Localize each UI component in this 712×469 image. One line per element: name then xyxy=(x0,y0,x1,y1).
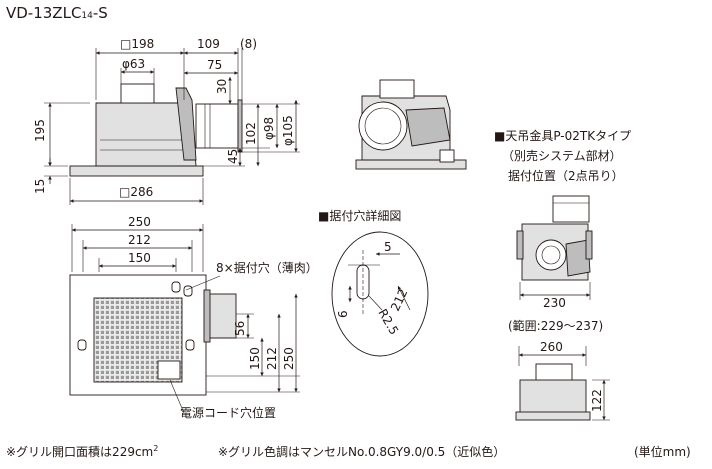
dim-198: □198 xyxy=(120,37,154,51)
dim-6: 6 xyxy=(336,310,350,318)
side-view: □198 109 (8) φ63 75 30 195 102 φ98 φ105 … xyxy=(33,37,300,205)
mount-hole-1 xyxy=(171,281,181,293)
hanger-duct-circle xyxy=(535,239,567,271)
mount-hole-4 xyxy=(185,339,195,351)
dim-30: 30 xyxy=(215,79,229,94)
dim-8: (8) xyxy=(240,37,257,51)
dim-75: 75 xyxy=(207,58,222,72)
side-motor-cap xyxy=(120,83,155,104)
dim-230: 230 xyxy=(543,296,566,310)
mount-hole-2 xyxy=(183,285,193,297)
hanger-side-plate xyxy=(515,411,591,421)
dim-5: 5 xyxy=(384,240,392,254)
plan-duct-adapter xyxy=(205,293,237,339)
dim-phi63: φ63 xyxy=(122,57,145,71)
front-duct-circle xyxy=(358,101,408,151)
mounting-hole-detail: ■据付穴詳細図 5 6 R2.5 212 xyxy=(318,208,429,357)
dim-102: 102 xyxy=(244,122,258,145)
dim-150-v: 150 xyxy=(248,347,262,370)
hanger-side-body xyxy=(519,379,587,415)
front-view xyxy=(355,79,467,170)
dim-phi105: φ105 xyxy=(281,115,295,146)
dim-250-v: 250 xyxy=(282,347,296,370)
grill-color-note: ※グリル色調はマンセルNo.0.8GY9.0/0.5（近似色） xyxy=(218,445,505,459)
mount-hole-label: 8×据付穴（薄肉） xyxy=(216,260,318,275)
side-duct-rim xyxy=(237,99,243,153)
hanger-heading: ■天吊金具P-02TKタイプ xyxy=(494,128,631,143)
dim-109: 109 xyxy=(197,37,220,51)
plan-view: 250 212 150 8×据付穴（薄肉） 56 150 212 250 xyxy=(69,215,318,420)
unit-note: (単位mm) xyxy=(634,444,691,459)
dim-56: 56 xyxy=(233,321,247,336)
detail-heading: ■据付穴詳細図 xyxy=(318,208,401,223)
hanger-optional-note: （別売システム部材） xyxy=(502,148,622,163)
side-grille-plate xyxy=(69,165,204,177)
dim-195: 195 xyxy=(33,119,47,142)
cord-hole-label: 電源コード穴位置 xyxy=(180,405,276,420)
dim-286: □286 xyxy=(119,185,153,199)
dim-phi98: φ98 xyxy=(262,117,276,140)
front-top-motor xyxy=(379,79,415,99)
grill-area-note: ※グリル開口面積は229cm2 xyxy=(6,444,158,459)
dim-212-v: 212 xyxy=(265,347,279,370)
cord-hole xyxy=(157,360,181,380)
hanger-front-view: 230 (範囲:229～237) xyxy=(508,195,603,333)
detail-ellipse xyxy=(331,231,429,357)
dim-260: 260 xyxy=(540,340,563,354)
dim-150-top: 150 xyxy=(128,251,151,265)
dim-212-top: 212 xyxy=(128,233,151,247)
range-note: (範囲:229～237) xyxy=(508,318,603,333)
front-adapter xyxy=(405,107,451,147)
hanger-position-note: 据付位置（2点吊り） xyxy=(508,168,624,183)
mount-hole-3 xyxy=(77,339,87,351)
model-title: VD-13ZLC14-S xyxy=(6,4,108,22)
dim-45: 45 xyxy=(226,149,240,164)
dim-122: 122 xyxy=(590,389,604,412)
hanger-side-view: 260 122 xyxy=(515,340,610,421)
side-duct-adapter xyxy=(195,103,239,149)
hanger-top-motor xyxy=(552,195,590,223)
dim-15: 15 xyxy=(33,179,47,194)
dim-250-top: 250 xyxy=(128,215,151,229)
side-flange xyxy=(175,87,197,161)
